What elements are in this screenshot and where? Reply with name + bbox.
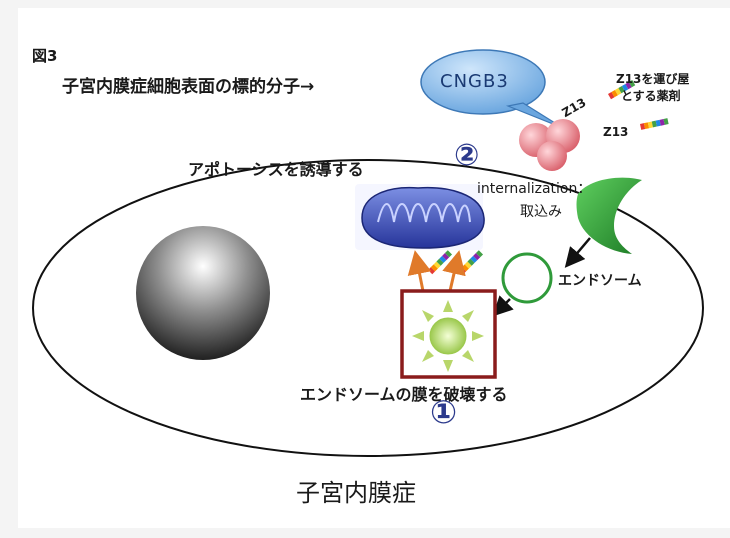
internalization-label: internalization： xyxy=(477,181,592,197)
drug-label-line1: Z13を運び屋 xyxy=(616,72,690,86)
step-2-marker: ② xyxy=(454,138,480,173)
arrow-to-rupture-box xyxy=(492,295,514,317)
drug-label-line2: とする薬剤 xyxy=(621,89,681,103)
figure-label: 図3 xyxy=(32,47,58,65)
arrow-to-endosome xyxy=(564,237,591,268)
cell-membrane xyxy=(32,159,704,457)
endometriosis-diagram xyxy=(32,49,704,457)
nucleus-sphere xyxy=(136,226,270,360)
endosome-label: エンドソーム xyxy=(558,273,642,289)
z13-tag-2: Z13 xyxy=(603,125,629,139)
sunburst-icon xyxy=(412,300,484,372)
uptake-label: 取込み xyxy=(520,204,562,220)
green-vesicle xyxy=(576,177,642,254)
endosome-circle xyxy=(501,252,553,304)
apoptosis-label: アポトーシスを誘導する xyxy=(188,160,364,179)
endosome-rupture-label: エンドソームの膜を破壊する xyxy=(300,385,508,404)
receptor-molecule xyxy=(519,119,580,171)
diagram-caption: 子宮内膜症 xyxy=(296,479,416,507)
receptor-speech-bubble xyxy=(420,49,564,129)
target-molecule-label: 子宮内膜症細胞表面の標的分子→ xyxy=(62,77,315,97)
receptor-name: CNGB3 xyxy=(440,71,509,92)
mitochondria-icon xyxy=(355,184,485,250)
orange-arrow-left xyxy=(407,250,432,292)
orange-arrow-right xyxy=(442,250,466,292)
step-1-marker: ① xyxy=(430,393,458,431)
figure-panel: 図3 子宮内膜症細胞表面の標的分子→ CNGB3 Z13を運び屋 とする薬剤 Z… xyxy=(18,8,730,528)
